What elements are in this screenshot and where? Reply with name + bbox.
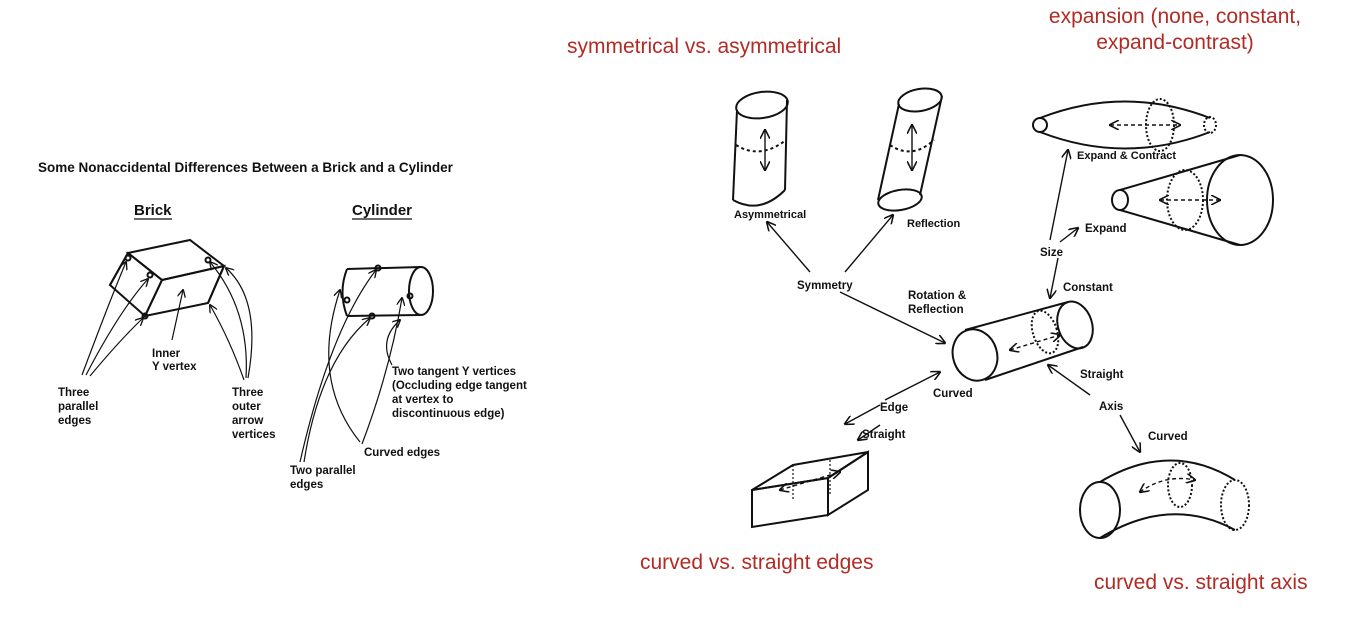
symmetry-arrows: [767, 215, 945, 343]
expansion-annotation-line2: expand-contrast): [1096, 31, 1254, 54]
size-arrows: [1050, 150, 1078, 298]
expand-contract-shape: [1032, 98, 1217, 152]
right-figure: Asymmetrical Reflection Symmetry Rotatio…: [732, 87, 1274, 539]
brick-header: Brick: [134, 202, 172, 219]
reflection-cylinder: [877, 87, 943, 212]
constant-label: Constant: [1063, 282, 1113, 294]
expand-contract-label: Expand & Contract: [1077, 150, 1176, 162]
central-cylinder: [951, 300, 1094, 382]
curved-axis-label: Curved: [1148, 431, 1188, 443]
asymmetrical-cylinder: [732, 90, 789, 207]
three-outer-arrow-vertices-label: Three outer arrow vertices: [232, 387, 275, 441]
straight-edge-brick: [751, 450, 869, 529]
edge-arrows: [845, 372, 940, 440]
expand-cone: [1111, 154, 1274, 246]
two-parallel-edges-label: Two parallel edges: [290, 465, 359, 491]
symmetry-annotation: symmetrical vs. asymmetrical: [567, 35, 842, 58]
left-figure-title: Some Nonaccidental Differences Between a…: [38, 160, 454, 175]
axis-annotation: curved vs. straight axis: [1094, 571, 1308, 594]
cylinder-header: Cylinder: [352, 202, 412, 219]
curved-edges-label: Curved edges: [364, 447, 440, 459]
expand-label: Expand: [1085, 223, 1127, 235]
two-tangent-y-vertices-label: Two tangent Y vertices (Occluding edge t…: [392, 366, 530, 420]
expansion-annotation: expansion (none, constant, expand-contra…: [1010, 4, 1340, 56]
axis-label: Axis: [1099, 401, 1123, 413]
three-parallel-edges-label: Three parallel edges: [58, 387, 101, 427]
edges-annotation: curved vs. straight edges: [640, 551, 874, 574]
brick-drawing: [108, 238, 227, 320]
edge-label: Edge: [880, 402, 908, 414]
axis-arrows: [1048, 365, 1140, 452]
curved-tube: [1079, 459, 1250, 539]
asymmetrical-label: Asymmetrical: [734, 209, 806, 221]
rotation-reflection-label: Rotation & Reflection: [908, 290, 969, 316]
left-figure: Some Nonaccidental Differences Between a…: [38, 160, 530, 491]
brick-pointers: [81, 262, 253, 381]
curved-center-label: Curved: [933, 388, 973, 400]
reflection-label: Reflection: [907, 218, 960, 230]
inner-y-vertex-label: Inner Y vertex: [152, 348, 197, 373]
cylinder-pointers: [299, 270, 402, 463]
expansion-annotation-line1: expansion (none, constant,: [1048, 5, 1302, 28]
symmetry-label: Symmetry: [797, 280, 853, 292]
straight-edge-label: Straight: [862, 429, 906, 441]
cylinder-drawing: [341, 264, 434, 320]
size-label: Size: [1040, 247, 1063, 259]
straight-axis-label: Straight: [1080, 369, 1124, 381]
